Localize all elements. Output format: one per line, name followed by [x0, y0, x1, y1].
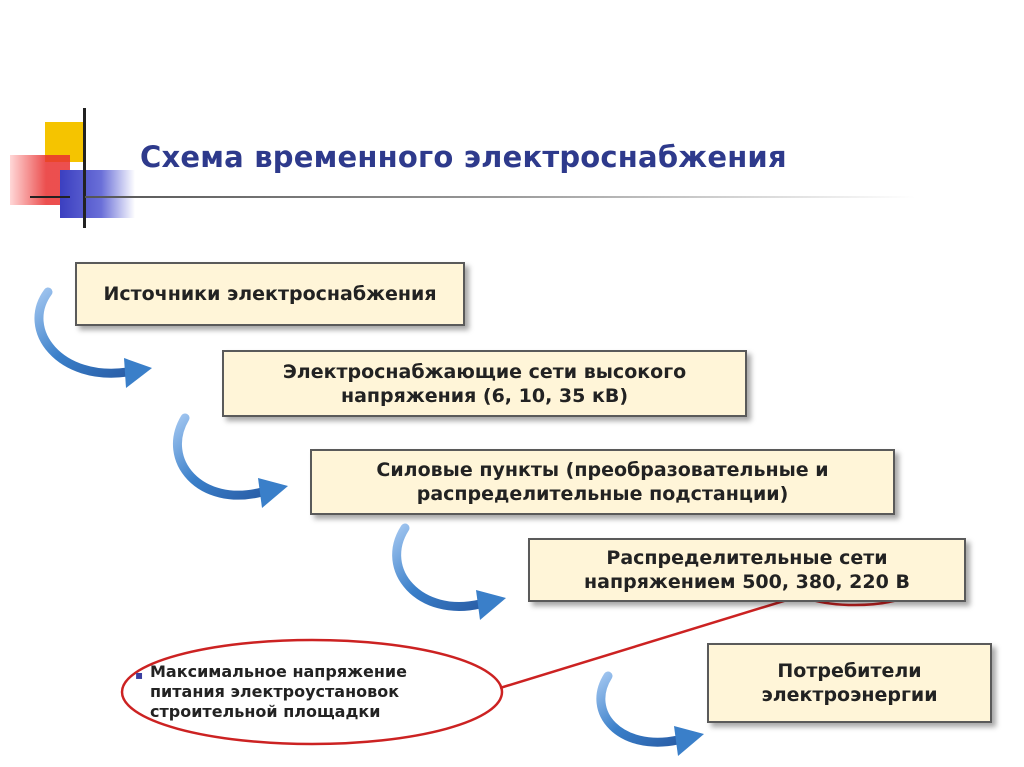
step-box-power-sources: Источники электроснабжения	[75, 262, 465, 326]
step-box-high-voltage-networks: Электроснабжающие сети высокого напряжен…	[222, 350, 747, 417]
deco-vertical-line	[83, 108, 86, 228]
curved-arrow-icon	[34, 287, 152, 388]
step-box-distribution-networks: Распределительные сети напряжением 500, …	[528, 538, 966, 602]
step-box-line: Силовые пункты (преобразовательные и	[376, 459, 829, 481]
deco-horizontal-line	[30, 196, 70, 198]
step-box-line: напряжения (6, 10, 35 кВ)	[340, 384, 629, 407]
note-bullet-icon: ▪	[135, 668, 144, 682]
step-box-line: электроэнергии	[761, 684, 938, 706]
note-highlight-ellipse	[120, 638, 504, 746]
curved-arrow-icon	[392, 523, 506, 620]
step-box-line: напряжением 500, 380, 220 В	[584, 571, 910, 593]
step-box-line: Распределительные сети	[606, 547, 888, 569]
step-box-line: Потребители	[777, 660, 922, 682]
step-box-line: Источники электроснабжения	[103, 283, 437, 305]
curved-arrow-icon	[596, 671, 704, 756]
step-box-line: Электроснабжающие сети высокого	[282, 360, 687, 383]
title-underline	[85, 196, 915, 198]
highlight-connector-line	[499, 594, 801, 690]
step-box-power-points: Силовые пункты (преобразовательные и рас…	[310, 449, 895, 515]
step-box-line: распределительные подстанции)	[416, 483, 789, 505]
deco-blue-square	[60, 170, 135, 218]
corner-decoration	[0, 100, 140, 230]
max-voltage-note: Максимальное напряжение питания электроу…	[150, 662, 407, 722]
note-line: питания электроустановок	[150, 682, 400, 701]
step-box-consumers: Потребители электроэнергии	[707, 643, 992, 723]
curved-arrow-icon	[172, 413, 288, 508]
page-title: Схема временного электроснабжения	[140, 140, 787, 174]
note-line: Максимальное напряжение	[150, 662, 407, 681]
note-line: строительной площадки	[150, 702, 381, 721]
